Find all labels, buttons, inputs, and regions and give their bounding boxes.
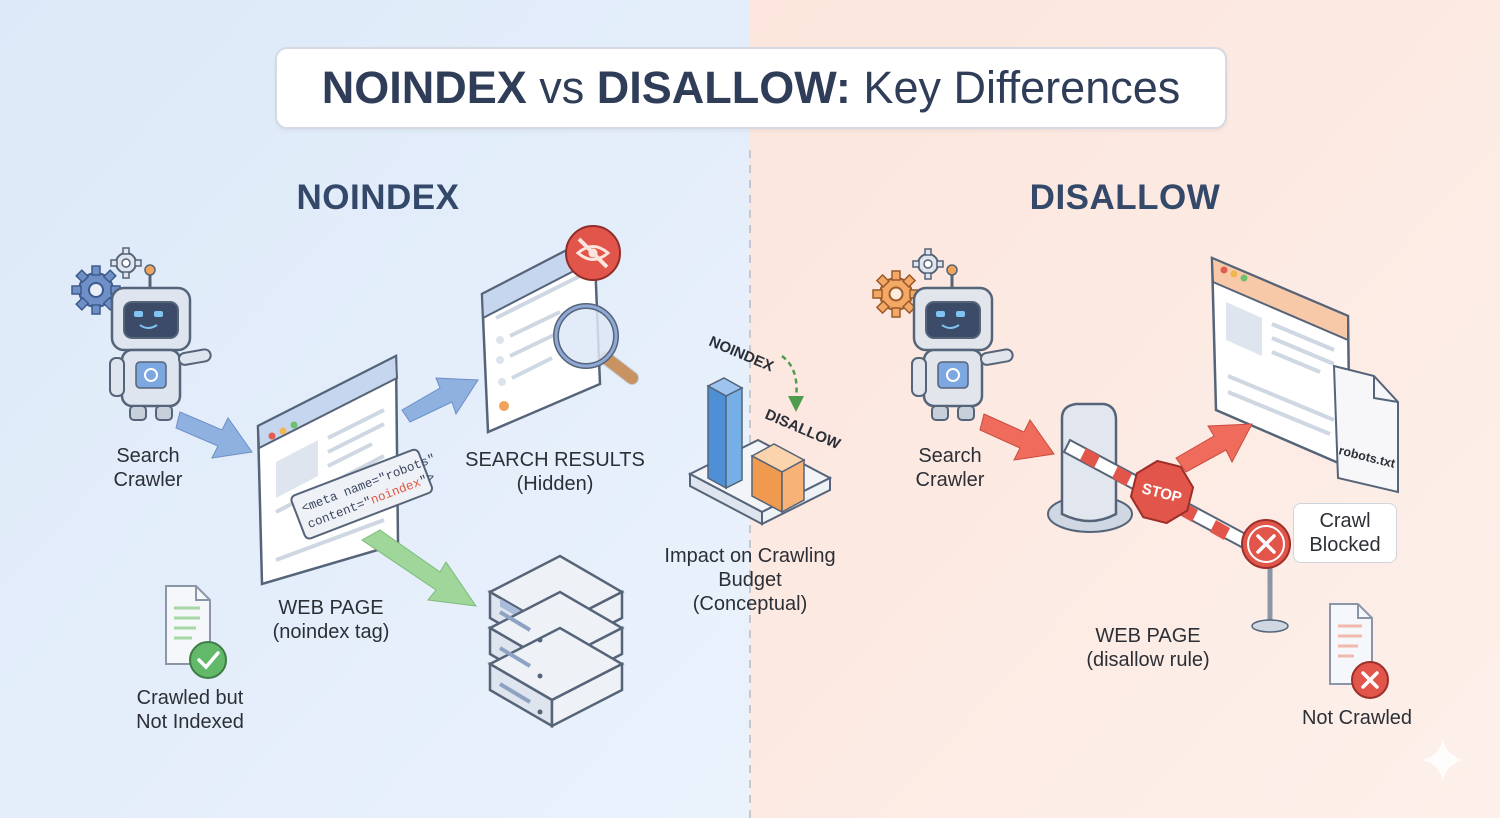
left-crawler-label: Search Crawler (114, 444, 183, 492)
crawled-line2: Not Indexed (136, 711, 244, 733)
title-rest: Key Differences (850, 62, 1181, 113)
left-webpage-line1: WEB PAGE (278, 597, 384, 619)
not-crawled-label: Not Crawled (1302, 706, 1412, 730)
left-webpage-label: WEB PAGE (noindex tag) (273, 596, 390, 644)
budget-caption-line3: (Conceptual) (692, 593, 808, 615)
robot-icon (109, 264, 212, 421)
hidden-eye-icon (565, 225, 621, 281)
title-vs: vs (526, 62, 597, 113)
page-title: NOINDEX vs DISALLOW: Key Differences (275, 47, 1227, 129)
left-crawler-line1: Search (116, 445, 180, 467)
bar-disallow (750, 443, 806, 514)
crawled-line1: Crawled but (136, 687, 244, 709)
budget-caption-line2: Budget (718, 569, 782, 591)
arrow-blue (401, 377, 479, 423)
title-noindex: NOINDEX (321, 62, 527, 113)
search-results-line2: (Hidden) (516, 473, 594, 495)
title-disallow: DISALLOW: (596, 62, 851, 113)
robots-file-icon: robots.txt (1332, 364, 1399, 494)
right-crawler-label: Search Crawler (916, 444, 985, 492)
robot-icon (911, 264, 1014, 421)
arrow-red (1175, 423, 1253, 473)
browser-icon (256, 353, 400, 586)
right-crawler-line2: Crawler (915, 469, 985, 491)
budget-caption: Impact on Crawling Budget (Conceptual) (664, 544, 835, 616)
document-x-icon (1329, 603, 1389, 699)
arrow-red (979, 413, 1055, 461)
noindex-illustration: <meta name="robots" content="noindex"> (71, 225, 639, 729)
right-webpage-line2: (disallow rule) (1086, 649, 1210, 671)
stop-sign-icon: STOP (1129, 459, 1195, 525)
search-results-label: SEARCH RESULTS (Hidden) (465, 448, 645, 496)
crawl-blocked-box: Crawl Blocked (1293, 503, 1397, 563)
left-crawler-line2: Crawler (113, 469, 183, 491)
gear-icon (872, 270, 920, 318)
arrow-green (361, 529, 478, 607)
right-crawler-line1: Search (918, 445, 982, 467)
gear-icon (912, 248, 944, 280)
x-sign-icon (1241, 519, 1291, 569)
gear-icon (110, 247, 142, 279)
disallow-heading: DISALLOW (1029, 178, 1221, 217)
bar-noindex (706, 377, 744, 490)
budget-caption-line1: Impact on Crawling (664, 545, 836, 567)
search-results-line1: SEARCH RESULTS (465, 449, 645, 471)
browser-icon (1210, 256, 1352, 470)
document-check-icon (165, 585, 227, 679)
right-webpage-label: WEB PAGE (disallow rule) (1086, 624, 1209, 672)
right-webpage-line1: WEB PAGE (1095, 625, 1201, 647)
magnifier-icon (553, 303, 639, 385)
budget-chart: NOINDEX DISALLOW (687, 333, 843, 526)
noindex-heading: NOINDEX (296, 178, 460, 217)
left-webpage-line2: (noindex tag) (272, 621, 390, 643)
crawl-blocked-line1: Crawl (1319, 510, 1371, 532)
disallow-illustration: robots.txt STOP (872, 248, 1464, 782)
server-icon (487, 554, 625, 729)
sparkle-icon (1422, 738, 1464, 782)
arrow-blue (175, 411, 253, 459)
crawl-blocked-line2: Blocked (1309, 534, 1381, 556)
not-crawled-text: Not Crawled (1301, 707, 1413, 729)
crawled-not-indexed-label: Crawled but Not Indexed (136, 686, 244, 734)
